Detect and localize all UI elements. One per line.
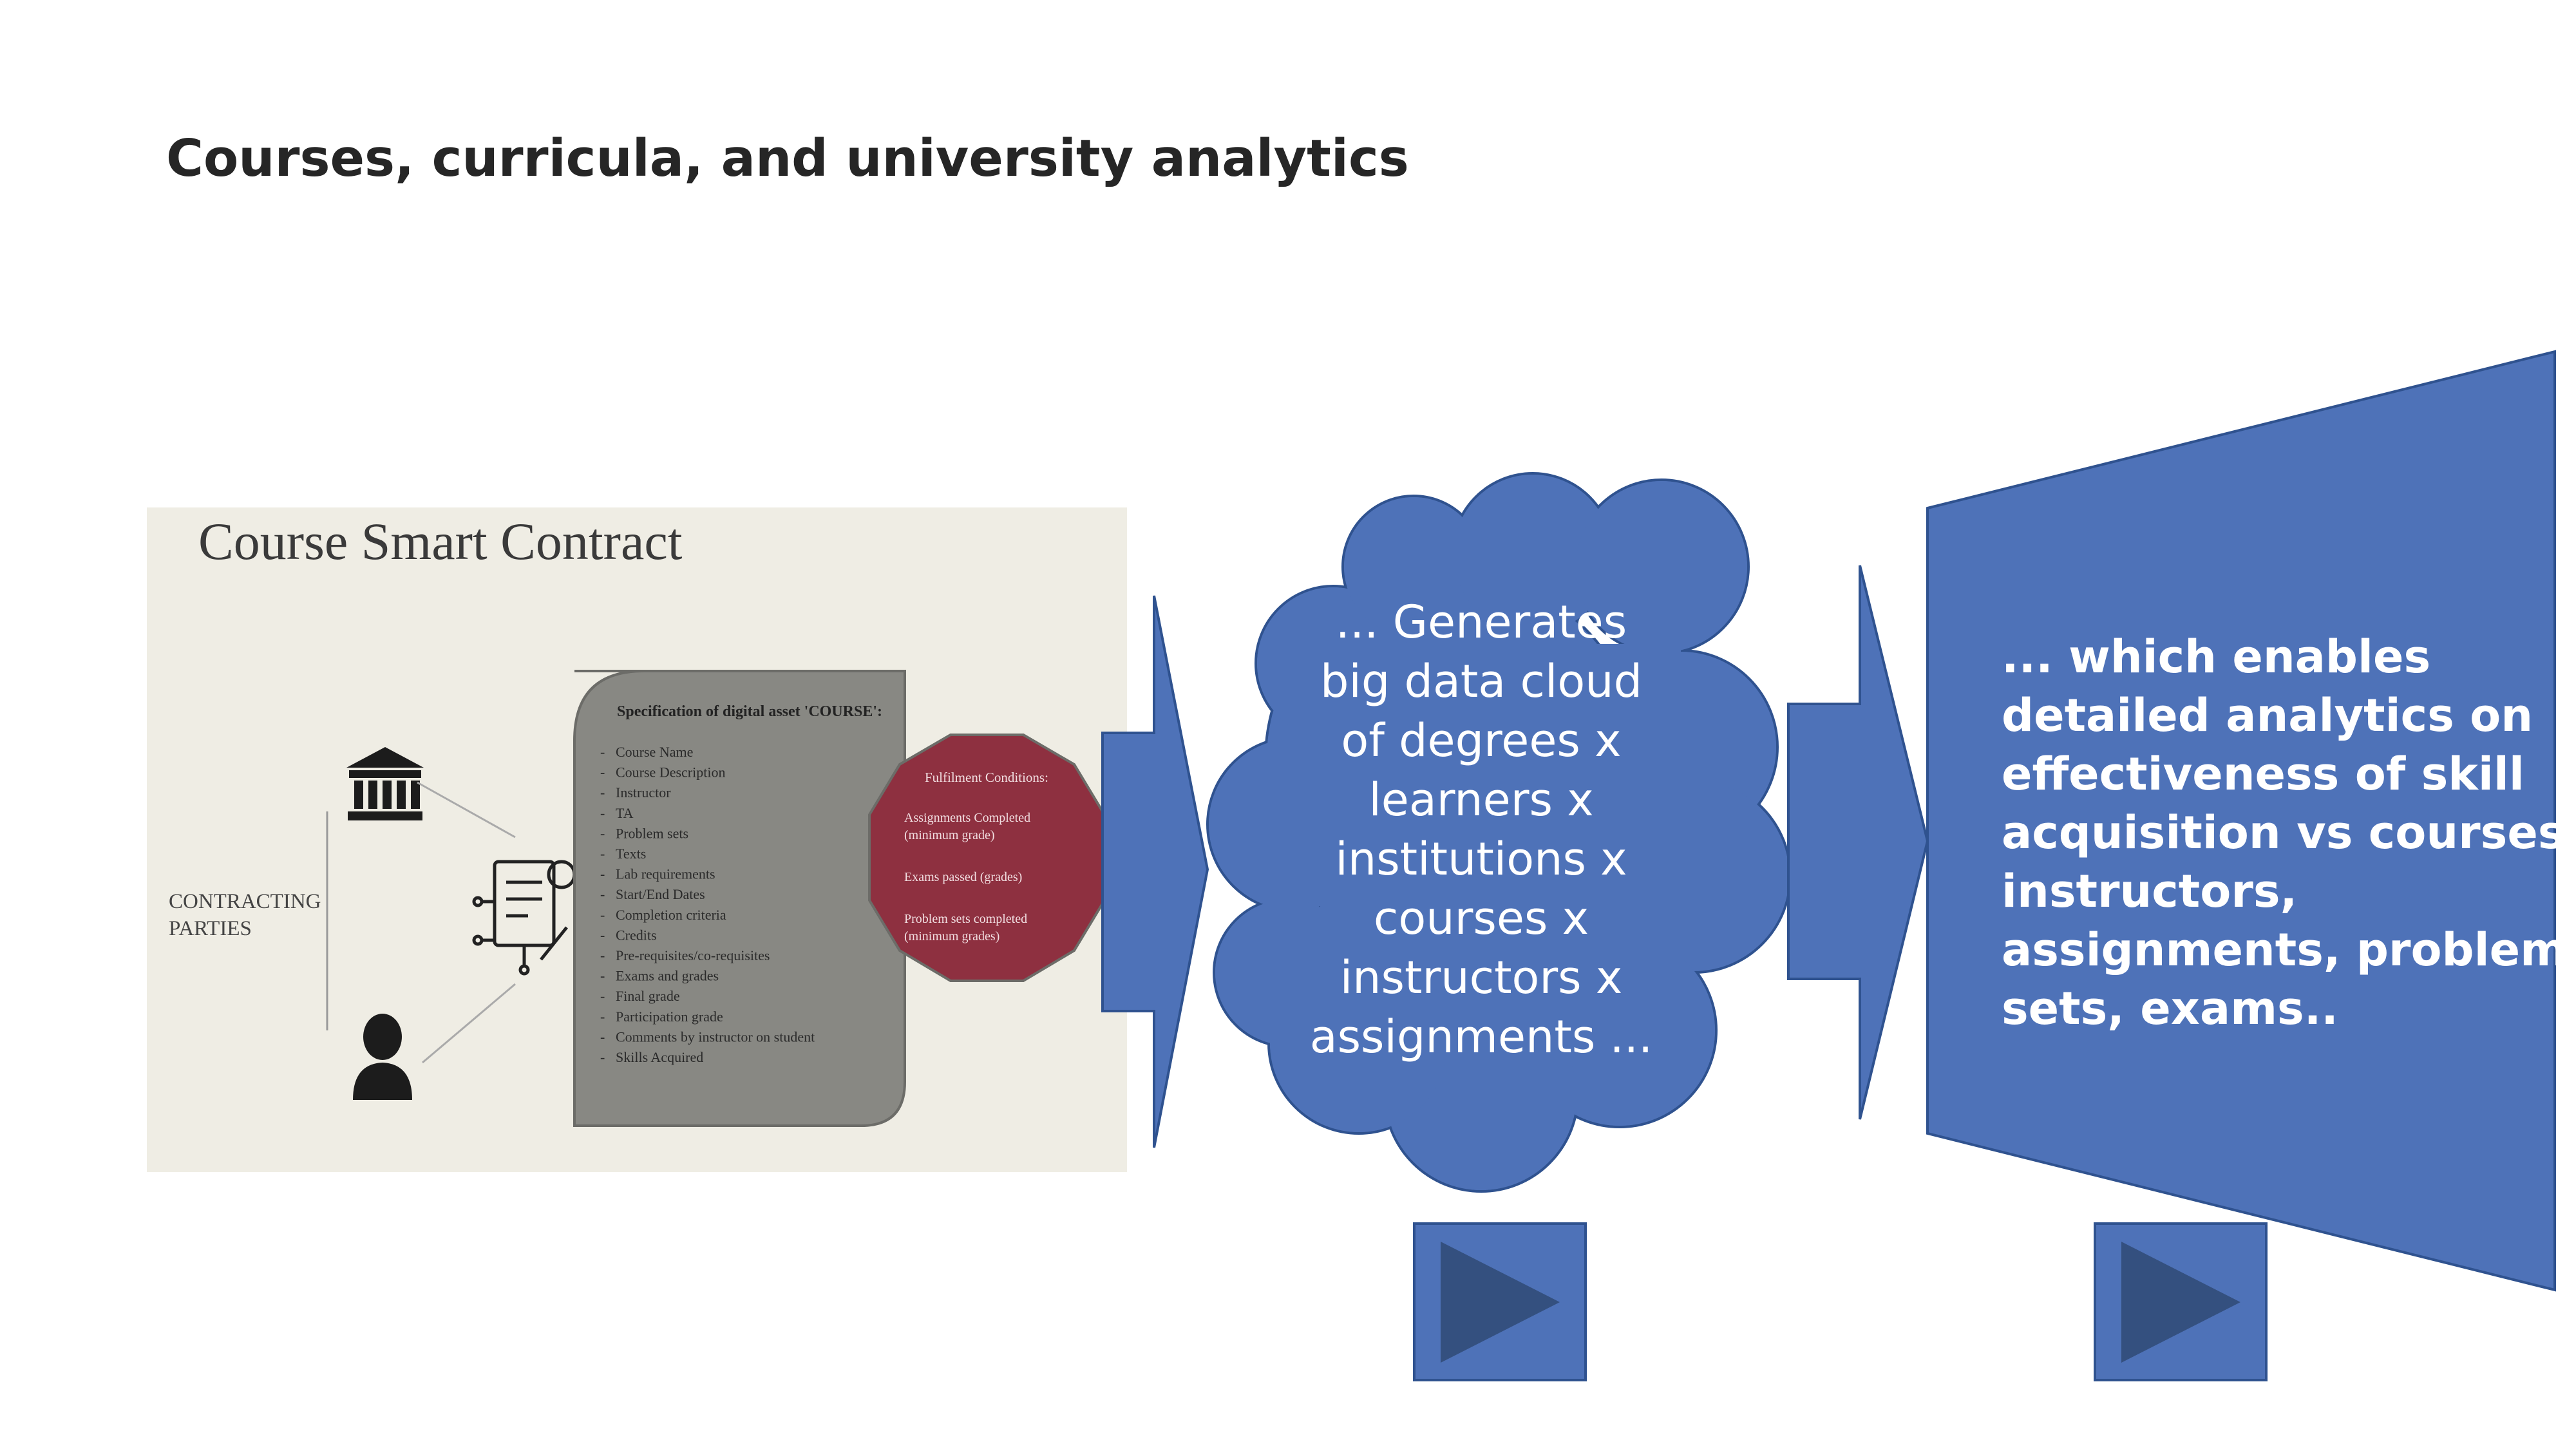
spec-bullet: -: [600, 927, 605, 943]
cloud-line: learners x: [1368, 773, 1594, 826]
fulfilment-item: Assignments Completed: [904, 811, 1030, 825]
spec-item: Skills Acquired: [616, 1049, 703, 1065]
spec-item: TA: [616, 805, 634, 821]
spec-item: Completion criteria: [616, 907, 726, 923]
spec-bullet: -: [600, 1009, 605, 1025]
analytics-line: assignments, problems: [2002, 923, 2576, 976]
spec-item: Comments by instructor on student: [616, 1028, 815, 1045]
play-icon: [2121, 1242, 2240, 1363]
analytics-line: ... which enables: [2002, 630, 2431, 683]
page-title: Courses, curricula, and university analy…: [166, 129, 1409, 188]
spec-item: Course Description: [616, 764, 725, 781]
spec-bullet: -: [600, 764, 605, 781]
fulfilment-list: Assignments Completed (minimum grade) Exam…: [904, 811, 1030, 943]
spec-title: Specification of digital asset 'COURSE':: [617, 703, 882, 720]
fulfilment-title: Fulfilment Conditions:: [925, 770, 1048, 785]
bank-icon: [346, 747, 424, 820]
spec-list: -Course Name-Course Description-Instruct…: [600, 744, 815, 1065]
fulfilment-item: (minimum grades): [904, 929, 999, 943]
spec-bullet: -: [600, 825, 605, 841]
fulfilment-item: Problem sets completed: [904, 912, 1027, 926]
spec-bullet: -: [600, 947, 605, 963]
spec-item: Problem sets: [616, 825, 688, 841]
spec-item: Final grade: [616, 988, 680, 1004]
play-icon: [1441, 1242, 1560, 1363]
analytics-line: effectiveness of skill: [2002, 748, 2524, 800]
analytics-line: sets, exams..: [2002, 982, 2338, 1035]
spec-bullet: -: [600, 907, 605, 923]
contracting-parties-label: CONTRACTING PARTIES: [169, 890, 327, 940]
spec-bullet: -: [600, 1049, 605, 1065]
spec-bullet: -: [600, 744, 605, 760]
spec-item: Pre-requisites/co-requisites: [616, 947, 770, 963]
spec-item: Exams and grades: [616, 968, 719, 984]
spec-bullet: -: [600, 784, 605, 800]
spec-item: Instructor: [616, 784, 671, 800]
spec-bullet: -: [600, 866, 605, 882]
analytics-text: ... which enables detailed analytics on …: [2002, 628, 2576, 1038]
spec-bullet: -: [600, 988, 605, 1004]
course-smart-contract-image: Course Smart Contract CONTRACTING PARTIE…: [147, 507, 1127, 1172]
flow-arrow: [1101, 595, 1209, 1148]
analytics-line: detailed analytics on: [2002, 689, 2533, 742]
cloud-line: big data cloud: [1320, 655, 1643, 708]
spec-item: Start/End Dates: [616, 886, 705, 902]
cloud-text: ... Generates big data cloud of degrees …: [1262, 592, 1700, 1066]
spec-box: [573, 670, 906, 1127]
cloud-line: courses x: [1373, 892, 1589, 945]
cloud-line: ... Generates: [1335, 596, 1627, 649]
cloud-line: instructors x: [1340, 951, 1623, 1004]
spec-bullet: -: [600, 1028, 605, 1045]
spec-item: Lab requirements: [616, 866, 715, 882]
spec-item: Course Name: [616, 744, 693, 760]
cloud-line: institutions x: [1335, 833, 1627, 886]
spec-bullet: -: [600, 886, 605, 902]
spec-bullet: -: [600, 805, 605, 821]
spec-item: Texts: [616, 846, 646, 862]
cloud-line: of degrees x: [1341, 714, 1622, 767]
spec-bullet: -: [600, 846, 605, 862]
play-button[interactable]: [1413, 1222, 1587, 1381]
analytics-line: instructors,: [2002, 865, 2298, 918]
spec-item: Participation grade: [616, 1009, 723, 1025]
cloud-line: assignments ...: [1309, 1010, 1653, 1063]
fulfilment-item: Exams passed (grades): [904, 870, 1022, 884]
play-button[interactable]: [2094, 1222, 2268, 1381]
spec-bullet: -: [600, 968, 605, 984]
contract-image-heading: Course Smart Contract: [198, 512, 683, 571]
fulfilment-item: (minimum grade): [904, 828, 995, 842]
flow-arrow: [1787, 565, 1929, 1120]
analytics-line: acquisition vs courses,: [2002, 806, 2576, 859]
user-icon: [353, 1014, 412, 1100]
spec-item: Credits: [616, 927, 657, 943]
analytics-trapezoid: [1926, 350, 2556, 1292]
